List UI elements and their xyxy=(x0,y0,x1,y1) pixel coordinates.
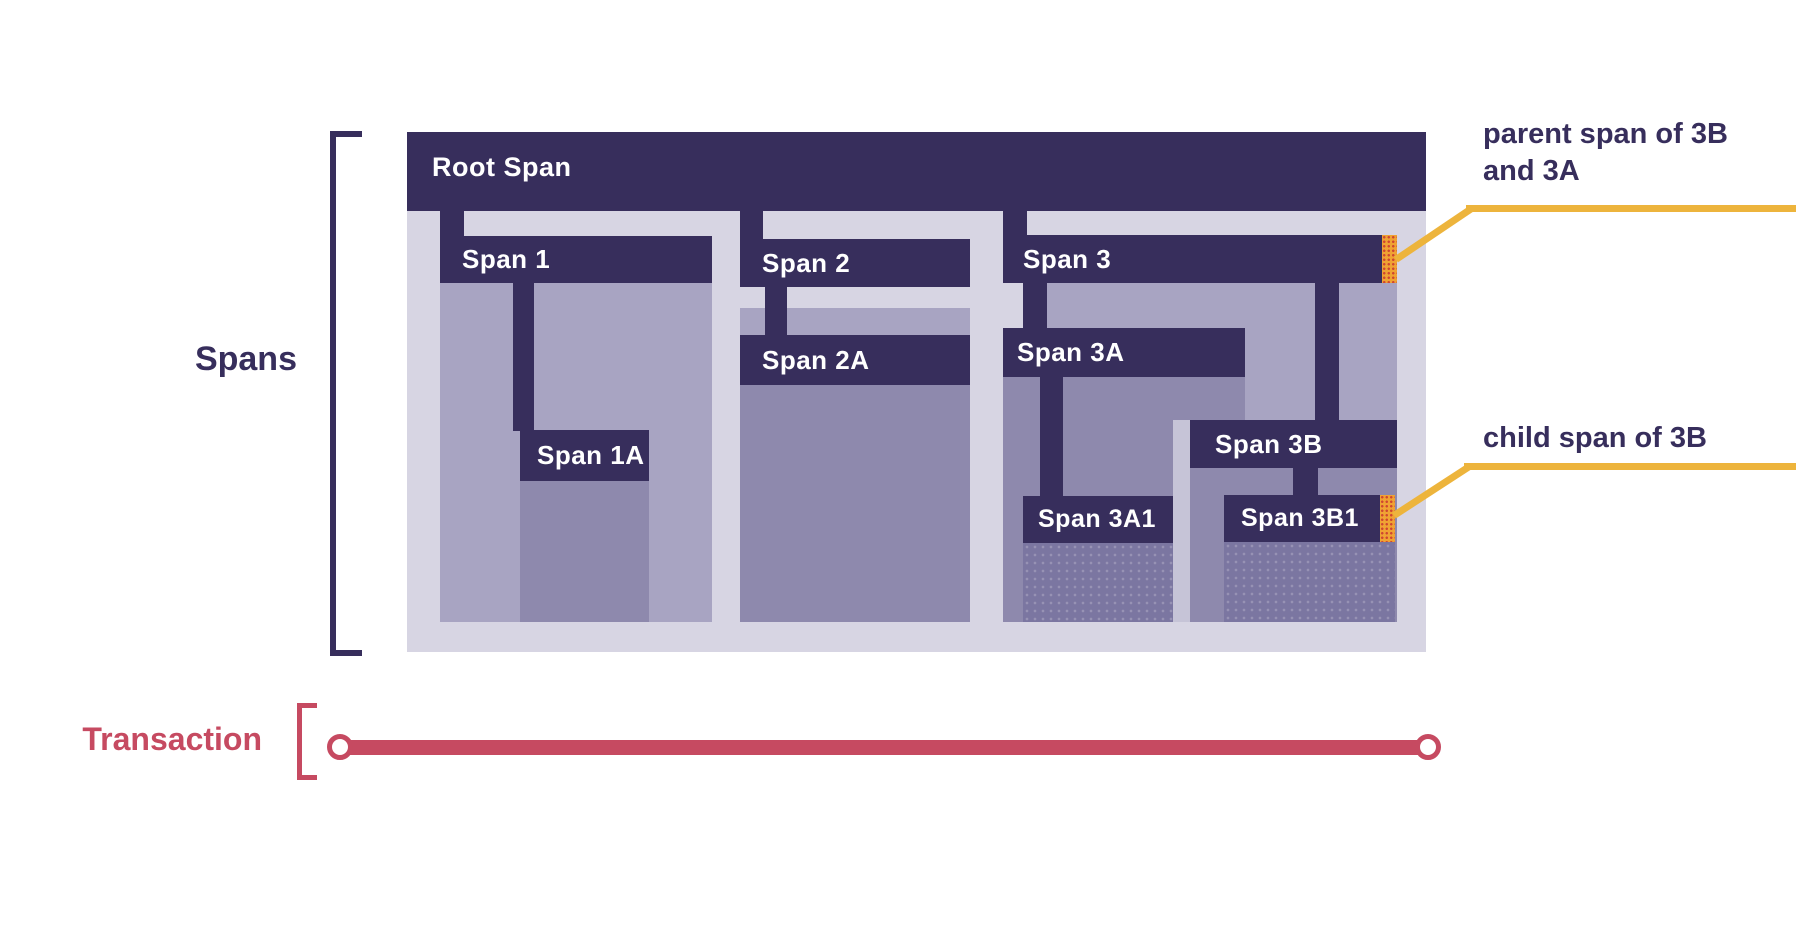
connector-root-span1 xyxy=(440,211,464,237)
transaction-end-endpoint xyxy=(1415,734,1441,760)
child-span-highlight-marker xyxy=(1380,495,1395,542)
span-label-span2a: Span 2A xyxy=(762,344,870,375)
connector-span3b-span3b1 xyxy=(1293,468,1318,496)
connector-span1-span1a xyxy=(513,283,534,431)
connector-span3a-span3a1 xyxy=(1040,377,1063,497)
spans-bracket xyxy=(330,131,362,656)
connector-span2-span2a xyxy=(765,287,787,336)
span-body-span3b1 xyxy=(1224,542,1395,622)
span-bar-root: Root Span xyxy=(407,132,1426,211)
span-bar-span3a: Span 3A xyxy=(1003,328,1245,377)
divider-strip-3a-3b xyxy=(1173,420,1190,622)
annotation-child-span: child span of 3B xyxy=(1483,422,1707,454)
span-body-span3a1 xyxy=(1023,543,1173,622)
annotation-parent-span: parent span of 3B and 3A xyxy=(1483,118,1728,187)
callout-line-parent-horizontal xyxy=(1466,205,1796,212)
span-bar-span2: Span 2 xyxy=(740,239,970,287)
span-body-span2a xyxy=(740,385,970,622)
span-label-span3a1: Span 3A1 xyxy=(1038,505,1156,533)
connector-span3-span3b xyxy=(1315,283,1339,421)
connector-span3-span3a xyxy=(1023,283,1047,329)
span-body-span1a xyxy=(520,481,649,622)
span-label-root: Root Span xyxy=(432,152,572,182)
span-bar-span1: Span 1 xyxy=(440,236,712,283)
transaction-start-endpoint xyxy=(327,734,353,760)
transaction-timeline xyxy=(348,740,1420,755)
span-label-span3b: Span 3B xyxy=(1215,428,1323,459)
span-bar-span3b1: Span 3B1 xyxy=(1224,495,1395,542)
span3-left-notch xyxy=(1003,283,1023,329)
span-bar-span2a: Span 2A xyxy=(740,335,970,385)
callout-line-child-horizontal xyxy=(1464,463,1796,470)
span-body-span3a-right xyxy=(1173,377,1245,420)
span-bar-span3a1: Span 3A1 xyxy=(1023,496,1173,543)
span-bar-span1a: Span 1A xyxy=(520,430,649,481)
span-label-span3a: Span 3A xyxy=(1017,337,1125,367)
spans-section-label: Spans xyxy=(194,340,297,378)
span-label-span3b1: Span 3B1 xyxy=(1241,504,1359,532)
span-bar-span3b: Span 3B xyxy=(1190,420,1397,468)
span-label-span2: Span 2 xyxy=(762,247,851,278)
span-bar-span3: Span 3 xyxy=(1003,235,1397,283)
parent-span-highlight-marker xyxy=(1382,235,1397,283)
connector-root-span3 xyxy=(1003,211,1027,236)
transaction-bracket xyxy=(297,703,317,780)
connector-root-span2 xyxy=(740,211,763,240)
span-label-span1: Span 1 xyxy=(462,244,551,274)
transaction-section-label: Transaction xyxy=(82,721,262,757)
span-label-span3: Span 3 xyxy=(1023,243,1112,274)
span-label-span1a: Span 1A xyxy=(537,440,645,470)
